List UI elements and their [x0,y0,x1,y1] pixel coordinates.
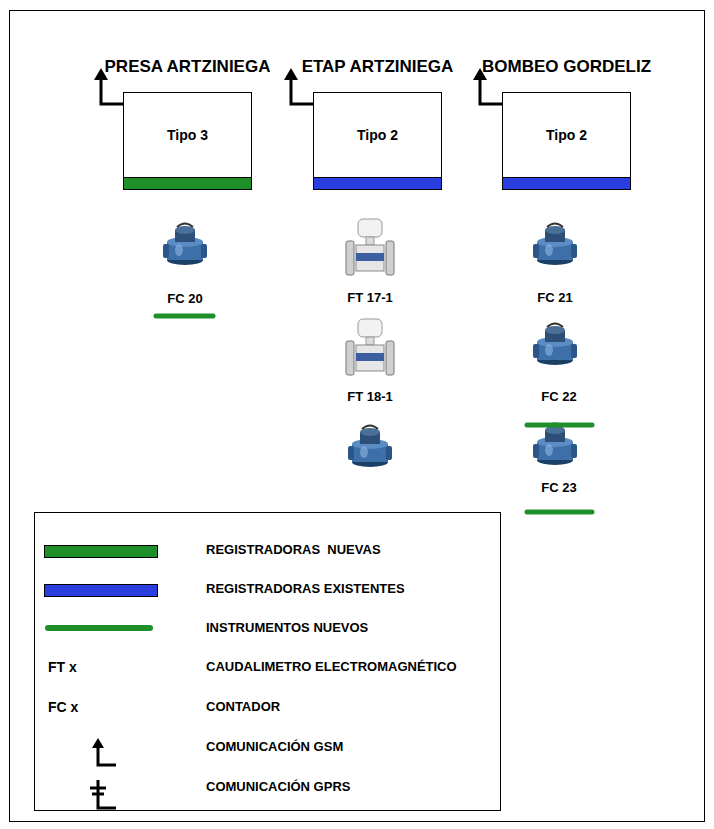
water-meter [533,224,577,266]
legend-text: COMUNICACIÓN GSM [206,739,343,754]
legend-symbol-text: FT x [48,659,77,675]
site-heading: ETAP ARTZINIEGA [274,55,481,79]
legend-text: REGISTRADORAS NUEVAS [206,542,381,557]
magnetic-flowmeter [346,319,394,375]
water-meter [348,426,392,468]
flowmeter-label: FT 17-1 [347,290,393,305]
frame [10,11,705,822]
logger-band [124,177,251,189]
meter-label: FC 22 [541,389,576,404]
meter-label: FC 21 [537,290,572,305]
logger-type: Tipo 3 [124,93,251,177]
legend-line-sample [48,625,150,631]
legend-frame [35,513,501,811]
new-instrument-mark [156,316,592,512]
legend-swatch [44,545,158,558]
water-meter [533,424,577,466]
logger-box: BOMBEO GORDELIZTipo 2 [502,92,631,190]
logger-box: PRESA ARTZINIEGATipo 3 [123,92,252,190]
magnetic-flowmeter [346,219,394,275]
legend-text: CONTADOR [206,699,280,714]
meter-label: FC 20 [167,291,202,306]
legend-text: INSTRUMENTOS NUEVOS [206,620,368,635]
logger-band [503,177,630,189]
meter-label: FC 23 [541,480,576,495]
logger-box: ETAP ARTZINIEGATipo 2 [313,92,442,190]
legend-text: CAUDALIMETRO ELECTROMAGNÉTICO [206,659,457,674]
logger-type: Tipo 2 [314,93,441,177]
site-heading: PRESA ARTZINIEGA [84,55,291,79]
logger-band [314,177,441,189]
legend-text: REGISTRADORAS EXISTENTES [206,581,405,596]
logger-type: Tipo 2 [503,93,630,177]
water-meter [163,224,207,266]
legend-gsm-arrowhead [92,738,104,748]
flowmeter-label: FT 18-1 [347,389,393,404]
site-heading: BOMBEO GORDELIZ [463,55,670,79]
legend-gprs-sample [90,780,116,808]
legend-swatch [44,584,158,597]
water-meter [533,324,577,366]
legend-text: COMUNICACIÓN GPRS [206,779,350,794]
legend-symbol-text: FC x [48,699,78,715]
